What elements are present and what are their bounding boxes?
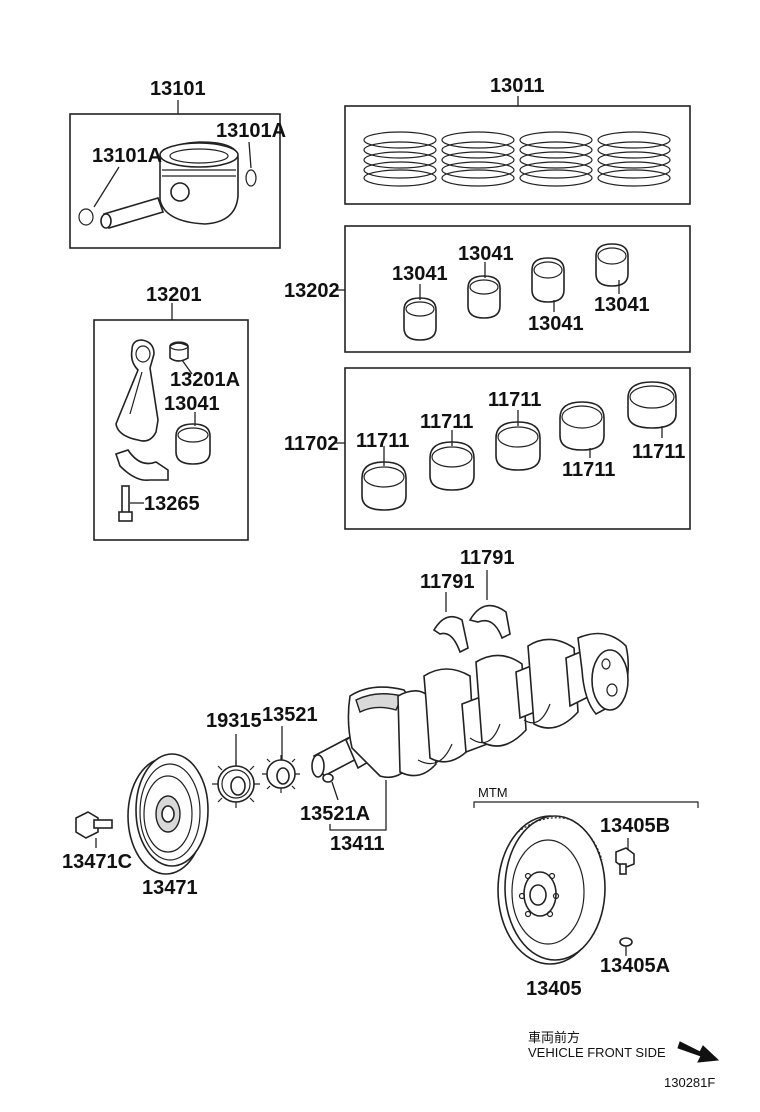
rod-bearing[interactable] xyxy=(175,423,211,465)
label-13101: 13101 xyxy=(150,78,206,100)
label-11791-b: 11791 xyxy=(420,571,475,593)
piston-ring-set: 13011 xyxy=(344,75,691,205)
label-13471: 13471 xyxy=(142,877,198,899)
thrust-washer-right[interactable] xyxy=(468,604,511,640)
mtm-label: MTM xyxy=(478,785,508,800)
label-13521a: 13521A xyxy=(300,803,370,825)
label-19315: 19315 xyxy=(206,710,262,732)
label-13041-b: 13041 xyxy=(458,243,514,265)
arrow-down-right-icon xyxy=(677,1041,720,1063)
rod-bearing-2[interactable] xyxy=(467,275,501,319)
snap-ring-left[interactable] xyxy=(78,208,94,226)
label-11711-d: 11711 xyxy=(562,459,615,481)
label-13041-d: 13041 xyxy=(594,294,650,316)
label-11711-a: 11711 xyxy=(356,430,409,452)
rod-bushing[interactable] xyxy=(169,342,189,362)
label-13405b: 13405B xyxy=(600,815,670,837)
direction-label-jp: 車両前方 xyxy=(528,1030,580,1046)
rod-bearing-4[interactable] xyxy=(595,243,629,287)
label-13041-c: 13041 xyxy=(528,313,584,335)
label-13201a: 13201A xyxy=(170,369,240,391)
connecting-rod-group: 13201 13201A 13041 13265 xyxy=(93,284,249,541)
snap-ring-right[interactable] xyxy=(245,169,257,187)
rod-bolt[interactable] xyxy=(118,485,133,522)
label-13202: 13202 xyxy=(284,280,340,302)
main-bearing-3[interactable] xyxy=(495,421,541,471)
label-13011: 13011 xyxy=(490,75,545,97)
label-13101a-left: 13101A xyxy=(92,145,162,167)
main-bearing-2[interactable] xyxy=(429,441,475,491)
label-11791-a: 11791 xyxy=(460,547,515,569)
piston-group: 13101 13101A 13101A xyxy=(69,78,286,249)
label-13471c: 13471C xyxy=(62,851,132,873)
ring-stack-2[interactable] xyxy=(441,131,515,187)
flywheel-bolt[interactable] xyxy=(615,847,635,875)
rod-bearing-set: 13202 13041 13041 13041 13041 xyxy=(284,225,691,353)
flywheel[interactable] xyxy=(497,815,606,965)
ring-stack-4[interactable] xyxy=(597,131,671,187)
figure-id: 130281F xyxy=(664,1075,715,1090)
label-13041-a: 13041 xyxy=(392,263,448,285)
main-bearing-set: 11702 11711 11711 11711 11711 11711 xyxy=(284,367,691,530)
main-bearing-4[interactable] xyxy=(559,401,605,451)
flywheel-washer[interactable] xyxy=(619,937,633,947)
sprocket-13521[interactable] xyxy=(262,755,300,793)
label-13411: 13411 xyxy=(330,833,385,855)
label-13041-rod: 13041 xyxy=(164,393,220,415)
label-11711-b: 11711 xyxy=(420,411,473,433)
crankshaft[interactable] xyxy=(311,632,630,779)
label-11702: 11702 xyxy=(284,433,339,455)
rod-cap[interactable] xyxy=(114,449,169,482)
woodruff-key[interactable] xyxy=(322,773,334,783)
label-13405: 13405 xyxy=(526,978,582,1000)
thrust-washers: 11791 11791 xyxy=(420,547,515,654)
crank-pulley[interactable] xyxy=(127,753,209,875)
piston-pin[interactable] xyxy=(102,197,165,229)
label-11711-e: 11711 xyxy=(632,441,685,463)
rod-bearing-3[interactable] xyxy=(531,257,565,303)
rod-bearing-1[interactable] xyxy=(403,297,437,341)
label-13405a: 13405A xyxy=(600,955,670,977)
label-13521: 13521 xyxy=(262,704,318,726)
label-11711-c: 11711 xyxy=(488,389,541,411)
ring-stack-1[interactable] xyxy=(363,131,437,187)
mtm-section: MTM xyxy=(473,785,699,808)
ring-stack-3[interactable] xyxy=(519,131,593,187)
label-13101a-right: 13101A xyxy=(216,120,286,142)
sprocket-19315[interactable] xyxy=(212,760,260,808)
thrust-washer-left[interactable] xyxy=(432,615,469,654)
label-13265: 13265 xyxy=(144,493,200,515)
main-bearing-5[interactable] xyxy=(627,381,677,429)
label-13201: 13201 xyxy=(146,284,202,306)
pulley-bolt[interactable] xyxy=(75,811,113,839)
direction-label-en: VEHICLE FRONT SIDE xyxy=(528,1045,666,1060)
main-bearing-1[interactable] xyxy=(361,461,407,511)
